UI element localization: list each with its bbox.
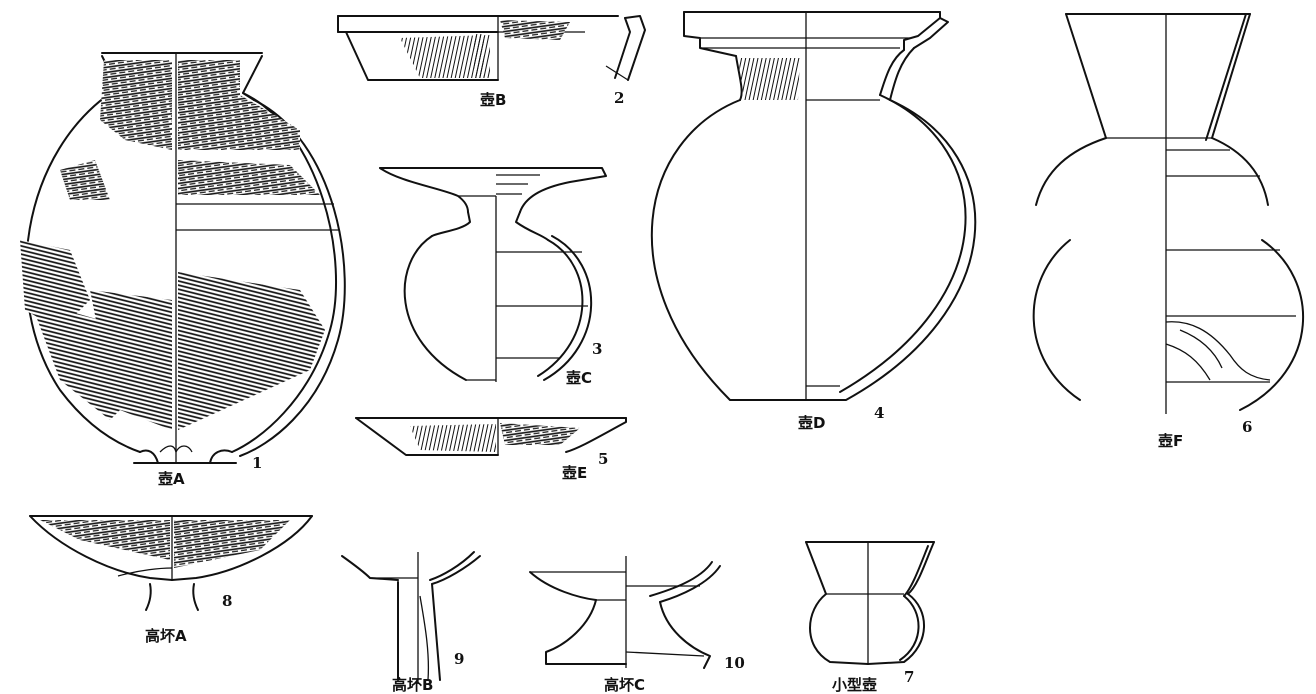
figure-number-8: 8	[222, 592, 232, 610]
vessel-9-takatsuki-b	[341, 551, 481, 684]
vessel-8-takatsuki-a	[29, 515, 313, 611]
label-small-tsubo: 小型壺	[832, 676, 877, 694]
figure-number-5: 5	[598, 450, 608, 468]
vessel-3-tsubo-c	[379, 167, 607, 382]
label-tsubo-e: 壺E	[562, 464, 587, 482]
figure-number-10: 10	[724, 654, 745, 672]
label-takatsuki-a: 高坏A	[145, 627, 187, 645]
vessel-6-tsubo-f	[1032, 13, 1304, 414]
figure-number-9: 9	[454, 650, 464, 668]
figure-number-2: 2	[614, 89, 624, 107]
figure-number-1: 1	[252, 454, 262, 472]
label-tsubo-b: 壺B	[480, 91, 506, 109]
vessel-1-tsubo-a	[20, 52, 346, 464]
label-tsubo-f: 壺F	[1158, 432, 1183, 450]
vessel-4-tsubo-d	[650, 11, 977, 401]
label-tsubo-c: 壺C	[566, 369, 592, 387]
vessel-5-tsubo-e	[355, 417, 627, 456]
vessel-10-takatsuki-c	[529, 556, 721, 669]
figure-number-6: 6	[1242, 418, 1252, 436]
figure-number-4: 4	[874, 404, 884, 422]
figure-number-7: 7	[904, 668, 914, 686]
vessel-7-small-tsubo	[805, 541, 935, 665]
label-takatsuki-c: 高坏C	[604, 676, 645, 694]
vessel-2-tsubo-b	[337, 15, 646, 81]
label-tsubo-a: 壺A	[158, 470, 185, 488]
figure-number-3: 3	[592, 340, 602, 358]
label-takatsuki-b: 高坏B	[392, 676, 433, 694]
label-tsubo-d: 壺D	[798, 414, 825, 432]
